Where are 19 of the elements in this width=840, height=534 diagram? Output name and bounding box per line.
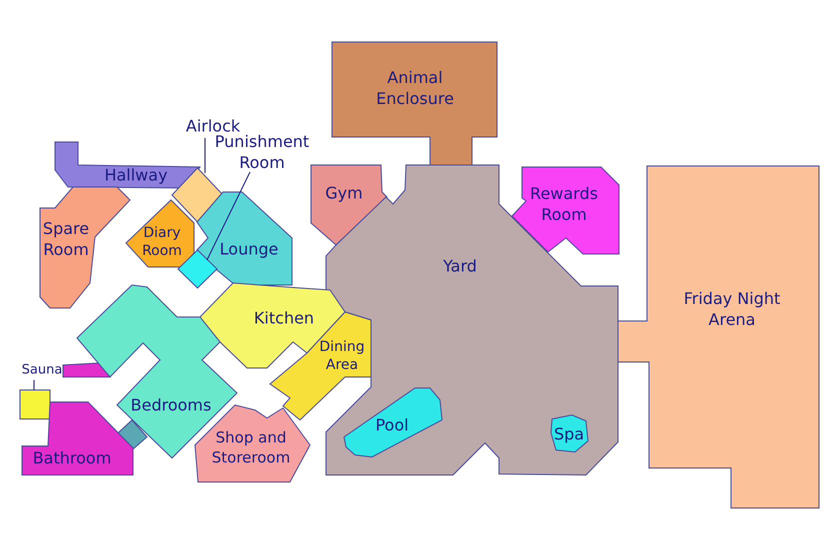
room-label: Friday Night Arena bbox=[682, 289, 782, 331]
room-label: Bedrooms bbox=[130, 396, 212, 416]
room-label: Animal Enclosure bbox=[376, 68, 454, 110]
room-label: Sauna bbox=[22, 362, 62, 380]
leader-line bbox=[206, 172, 250, 260]
room-label: Hallway bbox=[104, 166, 168, 186]
room-label: Kitchen bbox=[254, 308, 314, 330]
room-label: Rewards Room bbox=[530, 184, 598, 226]
room-label: Spa bbox=[554, 424, 584, 446]
room-label: Spare Room bbox=[42, 219, 90, 261]
leader-line bbox=[204, 138, 206, 174]
room-label: Gym bbox=[325, 184, 363, 204]
room-label: Pool bbox=[375, 416, 409, 436]
room-label: Shop and Storeroom bbox=[210, 428, 292, 468]
room-label: Dining Area bbox=[319, 338, 365, 374]
room-label: Diary Room bbox=[142, 224, 182, 260]
room-label: Bathroom bbox=[32, 448, 112, 470]
room-label: Yard bbox=[443, 256, 477, 278]
room-label: Lounge bbox=[220, 240, 278, 260]
